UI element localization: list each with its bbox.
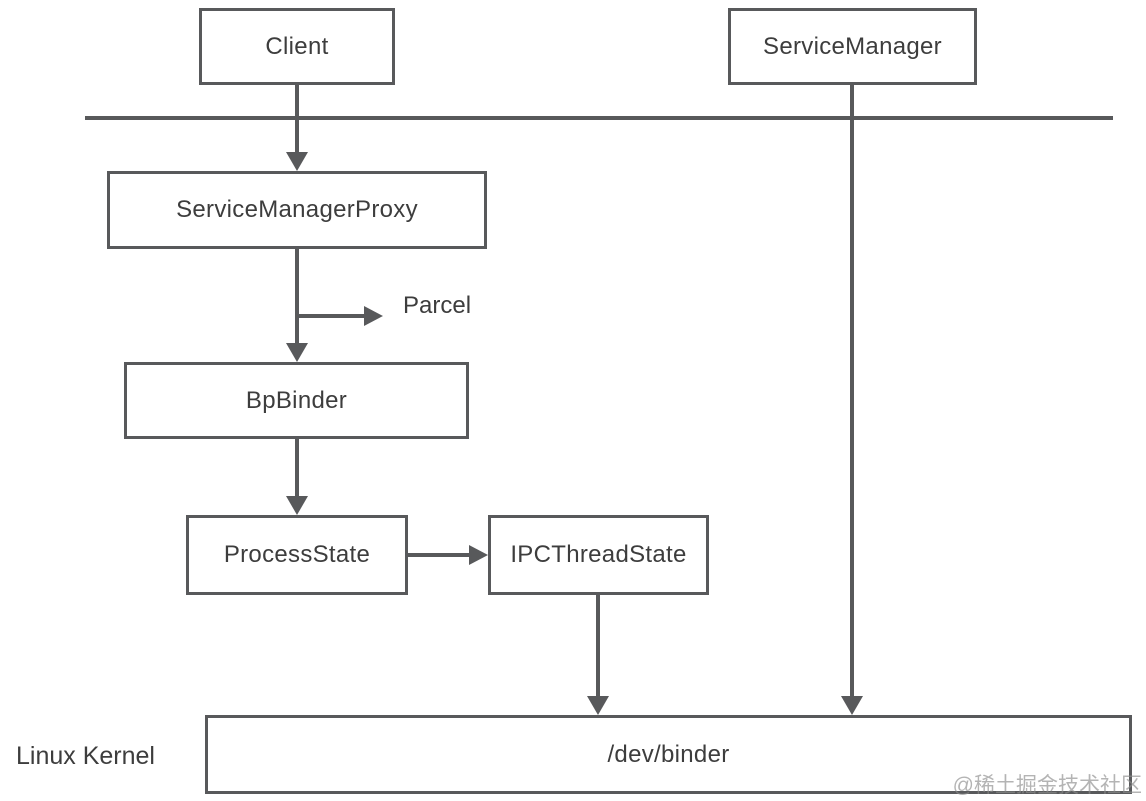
separator-line <box>85 116 1113 120</box>
node-process-state-label: ProcessState <box>223 541 371 568</box>
edge-processstate-to-ipcthreadstate-line <box>408 553 470 557</box>
node-dev-binder-label: /dev/binder <box>607 740 730 768</box>
edge-servicemanager-to-devbinder-line <box>850 84 854 697</box>
arrowhead-down-icon <box>286 496 308 515</box>
arrowhead-right-icon <box>364 306 383 326</box>
edge-bpbinder-to-processstate-line <box>295 439 299 497</box>
node-ipc-thread-state-label: IPCThreadState <box>510 541 687 568</box>
node-service-manager-label: ServiceManager <box>763 32 942 60</box>
arrowhead-right-icon <box>469 545 488 565</box>
parcel-label: Parcel <box>403 292 472 319</box>
arrowhead-down-icon <box>286 343 308 362</box>
node-ipc-thread-state: IPCThreadState <box>488 515 709 595</box>
node-client: Client <box>199 8 395 85</box>
node-service-manager-proxy: ServiceManagerProxy <box>107 171 487 249</box>
node-client-label: Client <box>265 32 329 60</box>
edge-proxy-to-bpbinder-line <box>295 249 299 344</box>
arrowhead-down-icon <box>587 696 609 715</box>
node-service-manager-proxy-label: ServiceManagerProxy <box>176 196 418 223</box>
node-bp-binder: BpBinder <box>124 362 469 439</box>
edge-client-to-proxy-line <box>295 84 299 153</box>
edge-ipcthreadstate-to-devbinder-line <box>596 595 600 697</box>
node-dev-binder: /dev/binder <box>205 715 1132 794</box>
node-bp-binder-label: BpBinder <box>245 386 348 414</box>
node-process-state: ProcessState <box>186 515 408 595</box>
arrowhead-down-icon <box>841 696 863 715</box>
node-service-manager: ServiceManager <box>728 8 977 85</box>
linux-kernel-label: Linux Kernel <box>16 742 155 770</box>
edge-proxy-to-parcel-line <box>297 314 364 318</box>
arrowhead-down-icon <box>286 152 308 171</box>
watermark-text: @稀土掘金技术社区 <box>952 774 1142 797</box>
